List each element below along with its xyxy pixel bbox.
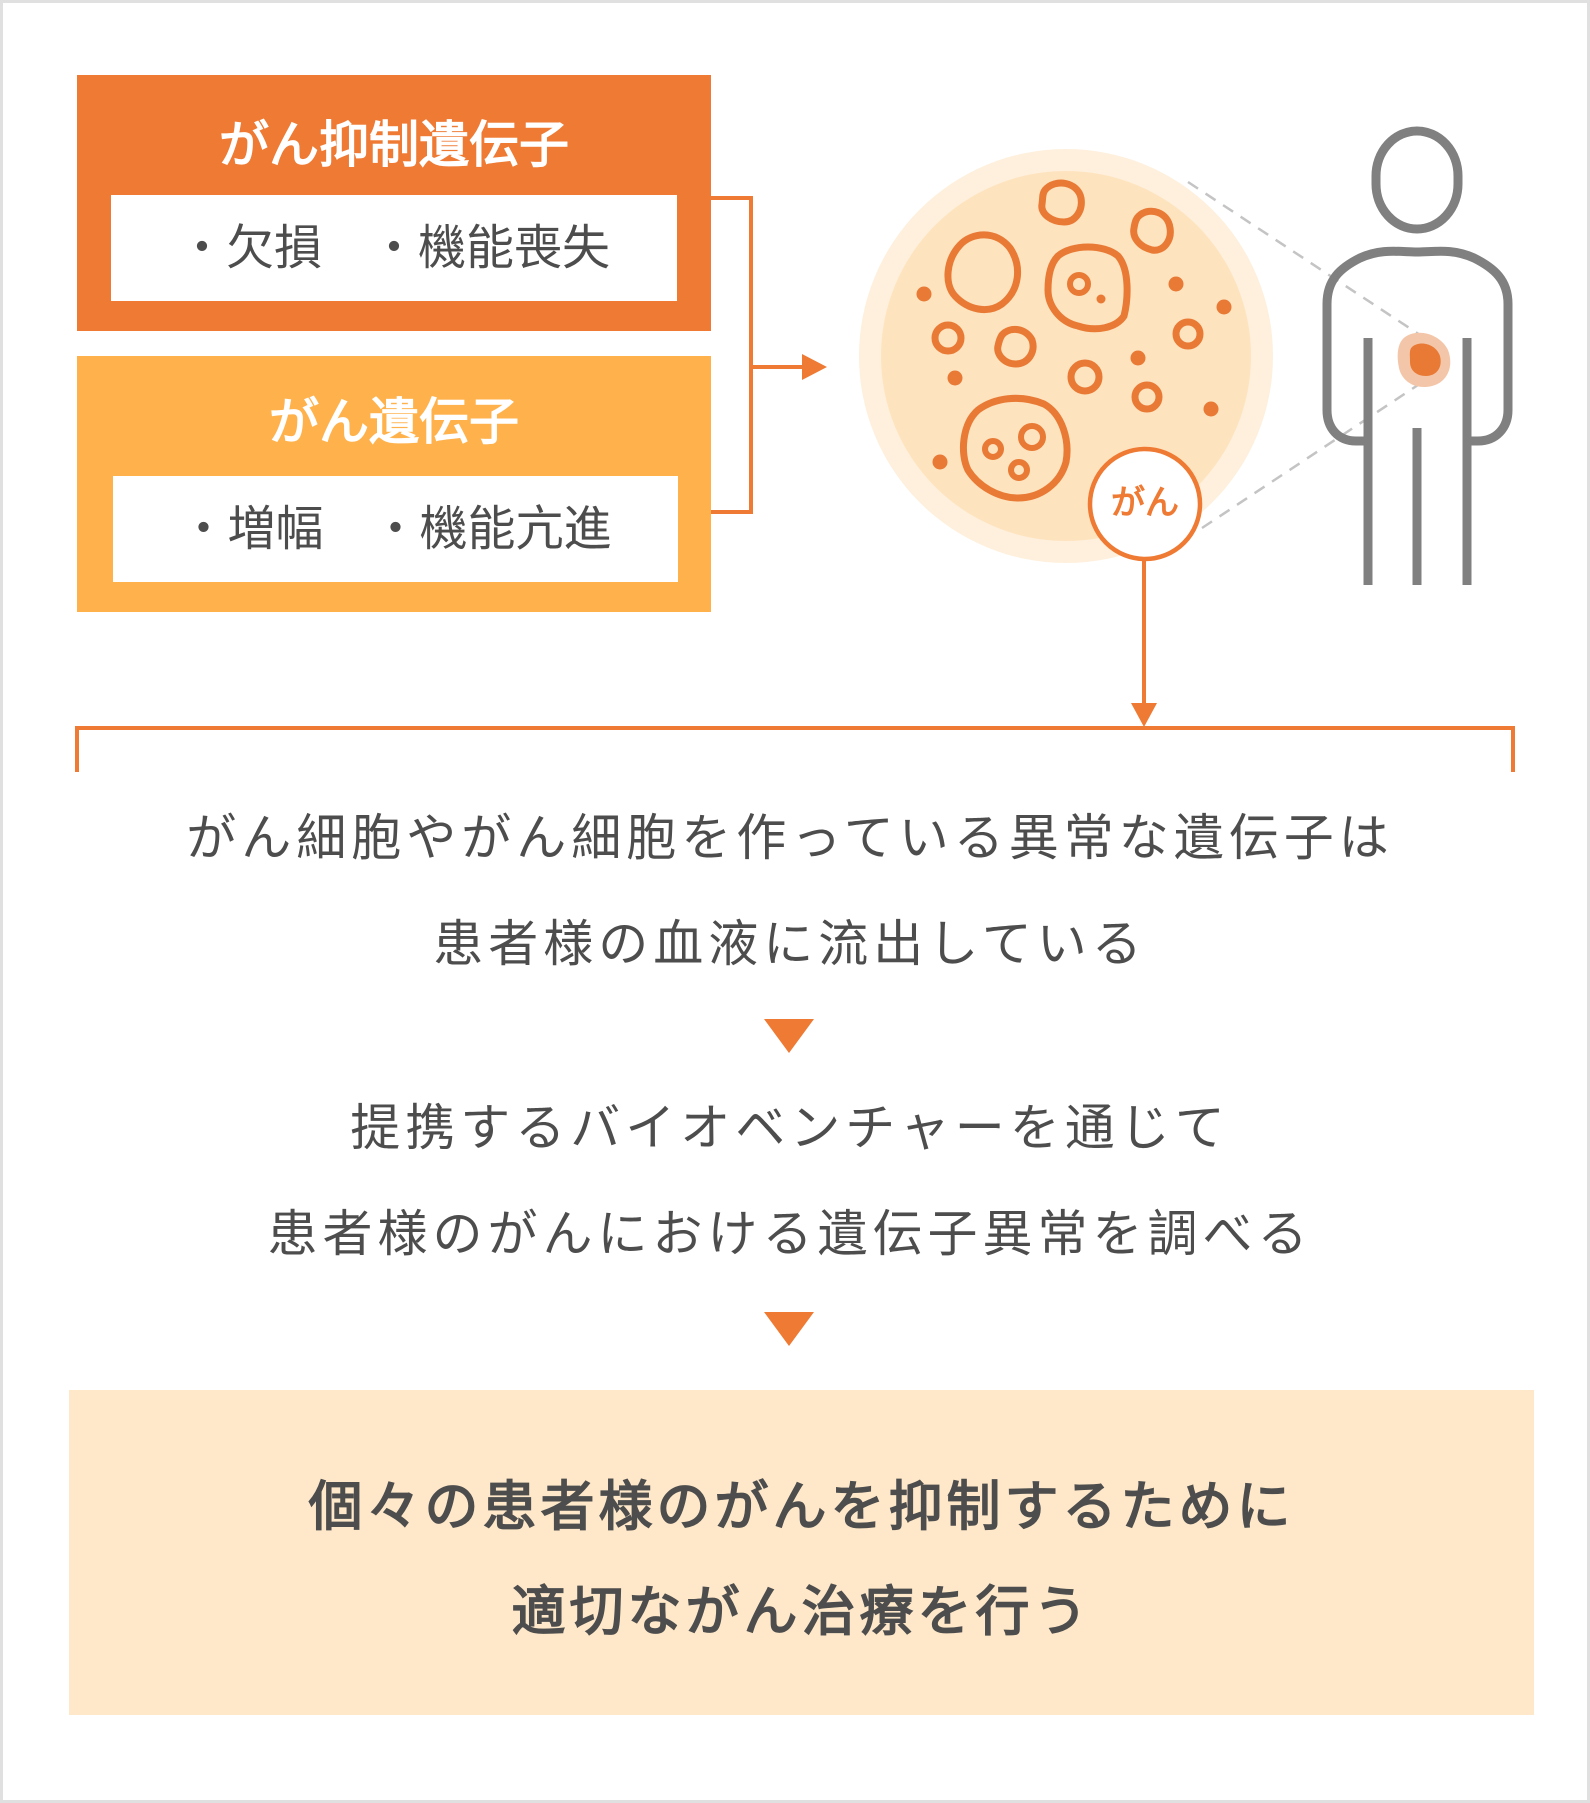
treatment-result-box: 個々の患者様のがんを抑制するために 適切ながん治療を行う bbox=[69, 1390, 1534, 1715]
gene-bracket-connector bbox=[711, 196, 805, 514]
tumor-suppressor-gene-box: がん抑制遺伝子 ・欠損 ・機能喪失 bbox=[77, 75, 711, 331]
oncogene-box: がん遺伝子 ・増幅 ・機能亢進 bbox=[77, 356, 711, 612]
result-line1: 個々の患者様のがんを抑制するために bbox=[308, 1475, 1295, 1538]
step1-line2: 患者様の血液に流出している bbox=[433, 915, 1147, 973]
tumor-suppressor-gene-title: がん抑制遺伝子 bbox=[219, 116, 569, 174]
human-figure-icon bbox=[1322, 126, 1513, 585]
cancer-cells-magnified-icon bbox=[859, 149, 1273, 563]
cancer-label: がん bbox=[1111, 483, 1179, 523]
step2-line1: 提携するバイオベンチャーを通じて bbox=[350, 1099, 1230, 1157]
zoom-guide-lines bbox=[1187, 180, 1421, 530]
result-line2: 適切ながん治療を行う bbox=[511, 1580, 1092, 1643]
tumor-suppressor-gene-detail: ・欠損 ・機能喪失 bbox=[111, 195, 677, 301]
flow-arrow-down-icon bbox=[764, 1312, 814, 1346]
tumor-marker-icon bbox=[1397, 332, 1451, 388]
oncogene-title: がん遺伝子 bbox=[269, 393, 519, 451]
step1-line1: がん細胞やがん細胞を作っている異常な遺伝子は bbox=[186, 809, 1394, 867]
arrow-right-icon bbox=[802, 354, 827, 380]
oncogene-detail: ・増幅 ・機能亢進 bbox=[113, 476, 678, 582]
cancer-label-circle bbox=[1087, 446, 1203, 562]
step2-line2: 患者様のがんにおける遺伝子異常を調べる bbox=[267, 1205, 1313, 1263]
summary-bracket bbox=[75, 726, 1515, 772]
arrow-down-icon bbox=[1131, 703, 1157, 727]
flow-arrow-down-icon bbox=[764, 1019, 814, 1053]
